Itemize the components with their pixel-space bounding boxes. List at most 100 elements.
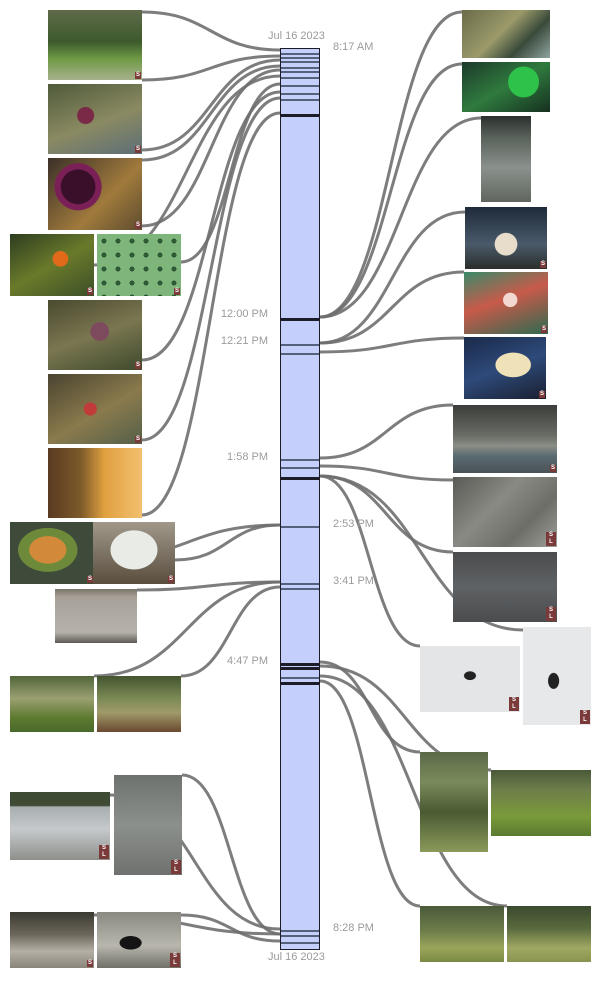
photo-connector-line <box>319 210 466 345</box>
timeline-tick <box>281 667 319 670</box>
photo-connector-line <box>319 679 421 908</box>
time-label-8-17am: 8:17 AM <box>333 41 374 53</box>
timeline-tick <box>281 61 319 63</box>
timeline-tick <box>281 114 319 117</box>
timeline-tick <box>281 318 319 321</box>
photo-green-water-underwater[interactable] <box>462 62 550 112</box>
photo-connector-line <box>319 336 465 354</box>
timeline-tick <box>281 57 319 59</box>
photo-connector-line <box>141 10 281 52</box>
photo-green-seaweed-shore[interactable]: S <box>48 10 142 80</box>
license-badge: S <box>134 362 141 369</box>
photo-connector-line <box>136 580 281 592</box>
photo-pink-anemones-reef[interactable]: S <box>464 272 548 334</box>
photo-connector-line <box>174 523 281 562</box>
timeline-tick <box>281 85 319 87</box>
photo-connector-line <box>180 585 281 678</box>
photo-stone-plaque[interactable] <box>55 589 137 643</box>
photo-hikers-in-forest[interactable] <box>507 906 591 962</box>
photo-connector-line <box>181 773 281 936</box>
photo-red-sea-star[interactable]: S <box>48 374 142 444</box>
photo-forest-clearing-logs[interactable] <box>10 676 94 732</box>
photo-moon-jellyfish[interactable]: S <box>93 522 175 584</box>
photo-mossy-forest-trees[interactable] <box>420 752 488 852</box>
photo-forest-meadow[interactable] <box>420 906 504 962</box>
photo-connector-line <box>141 90 281 362</box>
license-badge: S <box>540 326 547 333</box>
photo-purple-sea-star-arms[interactable]: S <box>48 300 142 370</box>
timeline-tick <box>281 353 319 355</box>
photo-connector-line <box>319 464 454 482</box>
photo-connector-line <box>319 62 463 319</box>
photo-tidepool-orange-anemones[interactable]: S <box>10 234 94 296</box>
license-badge: S <box>134 146 141 153</box>
timeline-tick <box>281 526 319 528</box>
photo-connector-line <box>141 58 281 152</box>
time-label-4-47pm: 4:47 PM <box>227 655 268 667</box>
photo-connector-line <box>180 913 281 943</box>
photo-calm-water-surface[interactable] <box>481 116 531 202</box>
photo-connector-line <box>319 403 454 460</box>
photo-connector-line <box>319 116 482 319</box>
timeline-tick <box>281 71 319 73</box>
photo-connector-line <box>319 474 524 632</box>
photo-purple-sea-urchin[interactable]: S <box>48 158 142 230</box>
timeline-tick <box>281 67 319 69</box>
timeline-tick <box>281 93 319 95</box>
license-badge: S <box>86 288 93 295</box>
timeline-tick <box>281 935 319 937</box>
timeline-tick <box>281 344 319 346</box>
timeline-end-date: Jul 16 2023 <box>268 951 325 963</box>
time-label-2-53pm: 2:53 PM <box>333 518 374 530</box>
photo-orange-hydroids[interactable] <box>48 448 142 518</box>
photo-abalone-shell[interactable]: S <box>10 522 94 584</box>
photo-connector-line <box>319 674 508 908</box>
timeline-tick <box>281 583 319 585</box>
photo-purple-sea-star-rocks[interactable]: S <box>48 84 142 154</box>
license-badge: S <box>134 222 141 229</box>
timeline-tick <box>281 77 319 79</box>
time-label-1-58pm: 1:58 PM <box>227 451 268 463</box>
photo-connector-line <box>141 111 281 517</box>
photo-connector-line <box>319 474 421 648</box>
license-badge: S <box>86 576 93 583</box>
photo-connector-line <box>180 82 281 264</box>
license-badge: S <box>173 288 180 295</box>
timeline-tick <box>281 930 319 932</box>
license-badge: S <box>539 261 546 268</box>
photo-white-plumose-anemones[interactable]: S <box>465 207 547 269</box>
timeline-tick <box>281 942 319 944</box>
photo-connector-line <box>141 68 281 228</box>
photo-mossy-fallen-log[interactable] <box>491 770 591 836</box>
photo-green-urchins-underwater[interactable]: S <box>97 234 181 296</box>
photo-forest-clearing-path[interactable] <box>97 676 181 732</box>
license-badge: S <box>167 576 174 583</box>
photo-harbor-seal-rocks[interactable]: S <box>453 405 557 473</box>
timeline-bar[interactable] <box>280 48 320 950</box>
timeline-tick <box>281 677 319 679</box>
timeline-tick <box>281 99 319 101</box>
license-badge: S <box>86 960 93 967</box>
timeline-tick <box>281 663 319 666</box>
timeline-tick <box>281 588 319 590</box>
photo-connector-line <box>141 64 281 162</box>
timeline-tick <box>281 459 319 461</box>
photo-mossy-shore-water[interactable] <box>462 10 550 58</box>
time-label-8-28pm: 8:28 PM <box>333 922 374 934</box>
photo-white-nudibranch[interactable]: S <box>464 337 546 399</box>
photo-rocky-beach-logs[interactable]: S <box>10 912 94 968</box>
photo-connector-line <box>319 660 421 754</box>
